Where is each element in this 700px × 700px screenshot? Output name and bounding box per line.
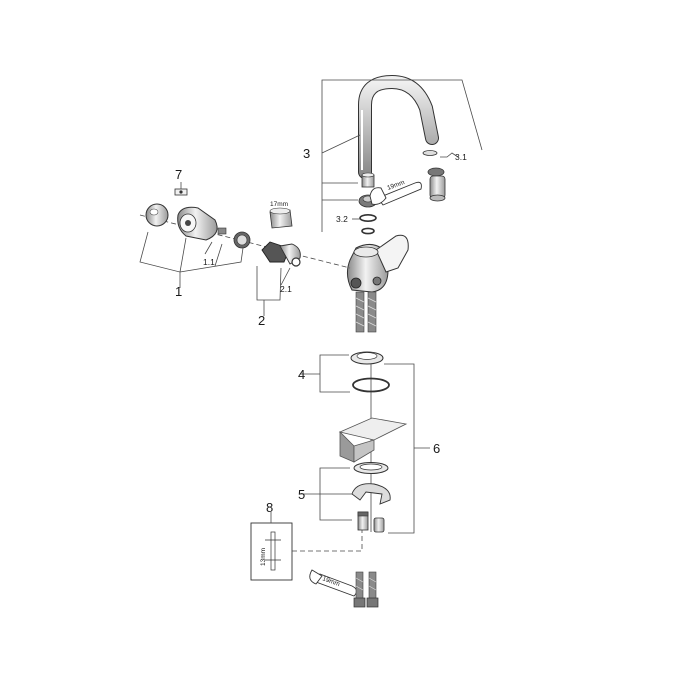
tool-8-part bbox=[265, 531, 281, 571]
screw-part-7 bbox=[174, 188, 188, 196]
callout-5: 5 bbox=[298, 487, 305, 502]
callout-4-leader bbox=[300, 354, 350, 393]
callout-6-leader bbox=[384, 363, 430, 534]
cap-part bbox=[145, 203, 169, 227]
callout-3-2: 3.2 bbox=[336, 214, 348, 224]
callout-8: 8 bbox=[266, 500, 273, 515]
callout-1-leader bbox=[139, 231, 244, 288]
callout-7: 7 bbox=[175, 167, 182, 182]
callout-6: 6 bbox=[433, 441, 440, 456]
callout-2-leader bbox=[256, 266, 291, 316]
callout-3: 3 bbox=[303, 146, 310, 161]
axis-line-tool-8 bbox=[292, 530, 363, 552]
handle-part bbox=[177, 206, 218, 241]
countertop-section bbox=[338, 417, 408, 463]
callout-3-1-leader bbox=[440, 152, 459, 158]
callout-1-1: 1.1 bbox=[203, 257, 215, 267]
callout-1: 1 bbox=[175, 284, 182, 299]
callout-4: 4 bbox=[298, 367, 305, 382]
callout-2-1: 2.1 bbox=[280, 284, 292, 294]
tool-8-13mm-label: 13mm bbox=[260, 548, 267, 566]
o-ring-part bbox=[352, 377, 390, 393]
mixer-body-part bbox=[346, 234, 409, 293]
callout-5-leader bbox=[300, 467, 352, 521]
callout-3-leader bbox=[321, 79, 483, 232]
wrench-19mm-top bbox=[369, 181, 422, 206]
socket-17mm-part bbox=[269, 207, 293, 229]
horseshoe-plate-part bbox=[351, 483, 391, 505]
washer-ring-lower bbox=[353, 462, 389, 474]
callout-3-1: 3.1 bbox=[455, 152, 467, 162]
socket-17mm-label: 17mm bbox=[270, 201, 288, 208]
fixing-nut-part bbox=[357, 511, 369, 531]
hose-end-fittings bbox=[353, 571, 379, 608]
sleeve-part bbox=[373, 517, 385, 533]
cartridge-small-parts bbox=[217, 227, 251, 249]
washer-ring-top bbox=[350, 351, 384, 365]
supply-hoses bbox=[355, 291, 377, 333]
callout-2: 2 bbox=[258, 313, 265, 328]
valve-cartridge-part bbox=[261, 241, 301, 267]
aerator-part bbox=[422, 150, 446, 202]
wrench-19mm-bottom bbox=[309, 569, 357, 597]
spout-part bbox=[358, 74, 439, 179]
